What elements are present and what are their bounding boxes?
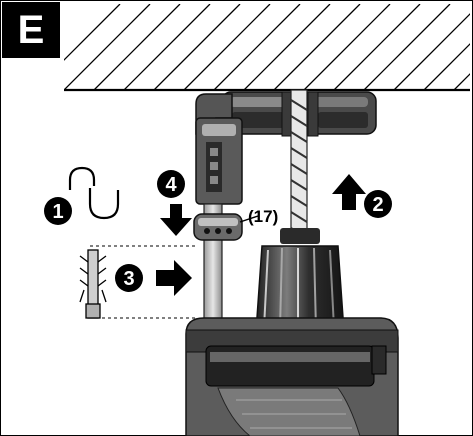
arrow-down-icon <box>160 204 192 236</box>
step-badge-2: 2 <box>364 190 392 218</box>
step-badge-1: 1 <box>44 197 72 225</box>
svg-text:3: 3 <box>123 268 134 290</box>
panel-letter: E <box>2 2 60 58</box>
callout-label-17: (17) <box>248 207 278 226</box>
arrow-up-icon <box>332 174 366 210</box>
rotary-hammer-body <box>185 317 399 436</box>
arrow-right-icon <box>156 260 192 296</box>
ceiling <box>64 4 470 92</box>
clamp-ring <box>193 213 259 241</box>
step-badge-3: 3 <box>115 264 143 292</box>
svg-text:4: 4 <box>165 174 177 196</box>
svg-text:2: 2 <box>372 194 383 216</box>
depth-stop-arm <box>195 93 243 327</box>
drill-chuck <box>255 228 345 333</box>
svg-text:1: 1 <box>52 201 63 223</box>
wall-plug-icon <box>79 249 107 319</box>
hook-icon <box>68 166 120 220</box>
drill-bit <box>290 89 308 241</box>
step-badge-4: 4 <box>157 170 185 198</box>
